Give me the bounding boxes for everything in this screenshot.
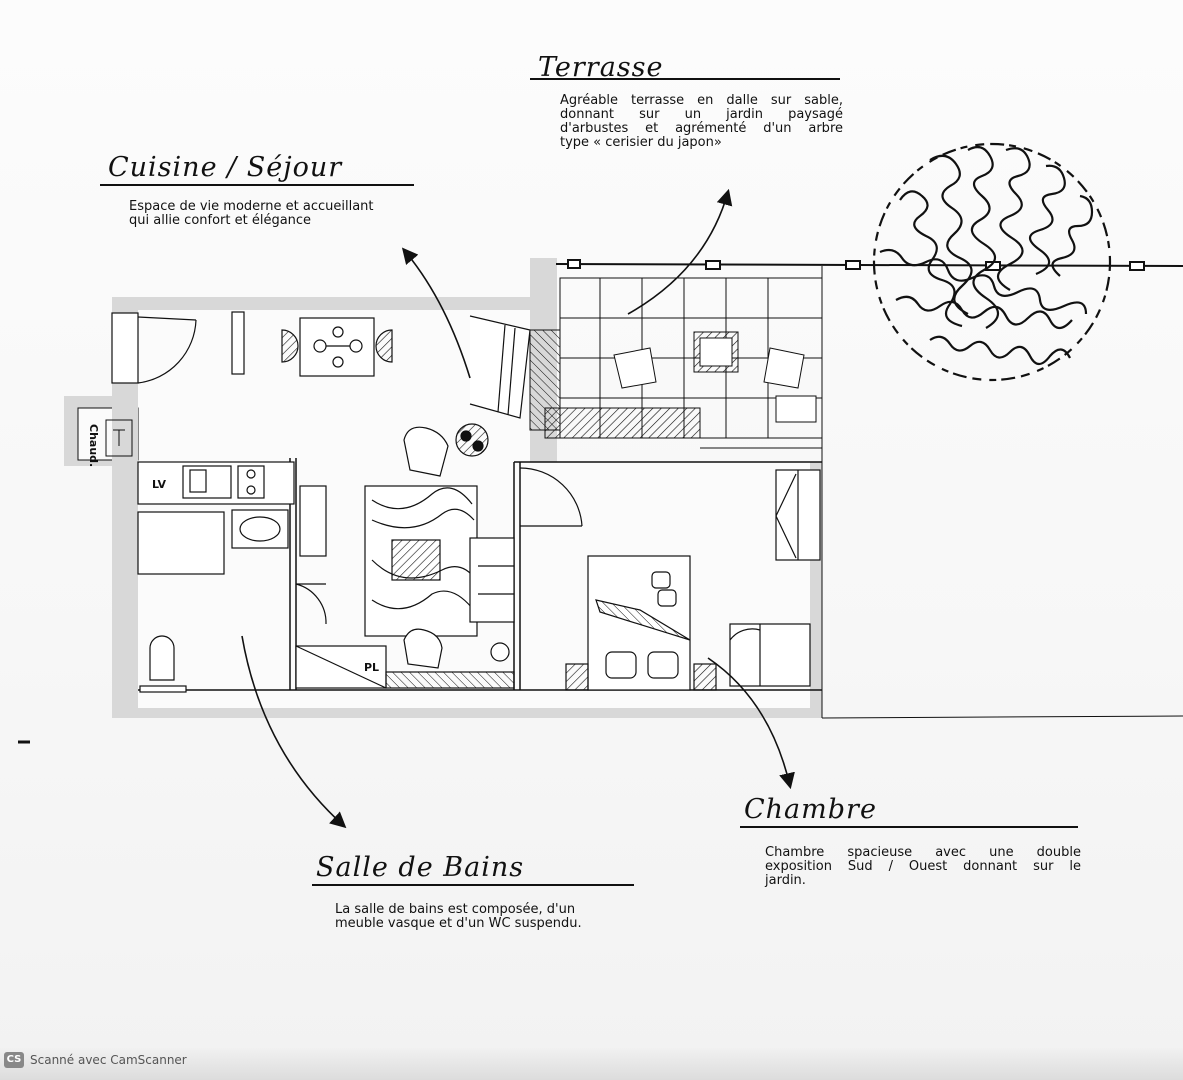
closet [295, 628, 515, 689]
chambre-description: Chambre spacieuse avec une double exposi… [765, 846, 1081, 888]
cuisine-sejour-rule [100, 184, 414, 186]
terrasse-title: Terrasse [538, 52, 664, 83]
salle-de-bains-title: Salle de Bains [316, 852, 525, 883]
dishwasher-label: LV [152, 478, 166, 491]
sofa [469, 537, 515, 662]
living-rug [364, 485, 478, 637]
kitchen-counter [137, 461, 295, 505]
terrasse-line-2: donnant sur un jardin paysagé [560, 107, 843, 122]
chambre-title: Chambre [744, 794, 877, 825]
camscanner-text: Scanné avec CamScanner [30, 1053, 187, 1067]
water-heater-label: Chaud. [87, 424, 100, 467]
garden-fence [555, 259, 1183, 271]
terrace-tiles [529, 277, 823, 449]
camscanner-logo-icon: CS [4, 1052, 24, 1068]
water-heater [105, 419, 133, 457]
entrance-door [111, 311, 245, 384]
chambre-line-1: Chambre spacieuse avec une double [765, 845, 1081, 860]
closet-label: PL [364, 661, 379, 674]
bed [565, 555, 717, 691]
page-edge-shadow [0, 1048, 1183, 1080]
terrasse-line-4: type « cerisier du japon» [560, 135, 722, 150]
salle-de-bains-line-2: meuble vasque et d'un WC suspendu. [335, 916, 582, 931]
terrasse-line-1: Agréable terrasse en dalle sur sable, [560, 93, 843, 108]
dining-table [281, 317, 393, 377]
terrasse-description: Agréable terrasse en dalle sur sable, do… [560, 94, 843, 150]
chambre-line-2: exposition Sud / Ouest donnant sur le [765, 859, 1081, 874]
cuisine-sejour-title: Cuisine / Séjour [108, 152, 343, 183]
terrasse-line-3: d'arbustes et agrémenté d'un arbre [560, 121, 843, 136]
callout-arrows [241, 188, 795, 829]
cuisine-line-1: Espace de vie moderne et accueillant [129, 199, 374, 214]
cuisine-sejour-description: Espace de vie moderne et accueillant qui… [129, 200, 419, 228]
bedroom-door [519, 467, 583, 527]
cuisine-line-2: qui allie confort et élégance [129, 213, 312, 228]
bathroom-fixtures [137, 485, 327, 693]
chambre-rule [740, 826, 1078, 828]
living-door [469, 315, 531, 419]
salle-de-bains-rule [312, 884, 634, 886]
camscanner-watermark: CS Scanné avec CamScanner [4, 1052, 187, 1068]
salle-de-bains-line-1: La salle de bains est composée, d'un [335, 902, 576, 917]
terrasse-rule [530, 78, 840, 80]
salle-de-bains-description: La salle de bains est composée, d'un meu… [335, 903, 635, 931]
cherry-tree-icon [872, 142, 1112, 382]
armchair-plant [403, 423, 489, 477]
wardrobes [729, 469, 821, 687]
garden-edges [821, 266, 1183, 719]
chambre-line-3: jardin. [765, 873, 806, 888]
